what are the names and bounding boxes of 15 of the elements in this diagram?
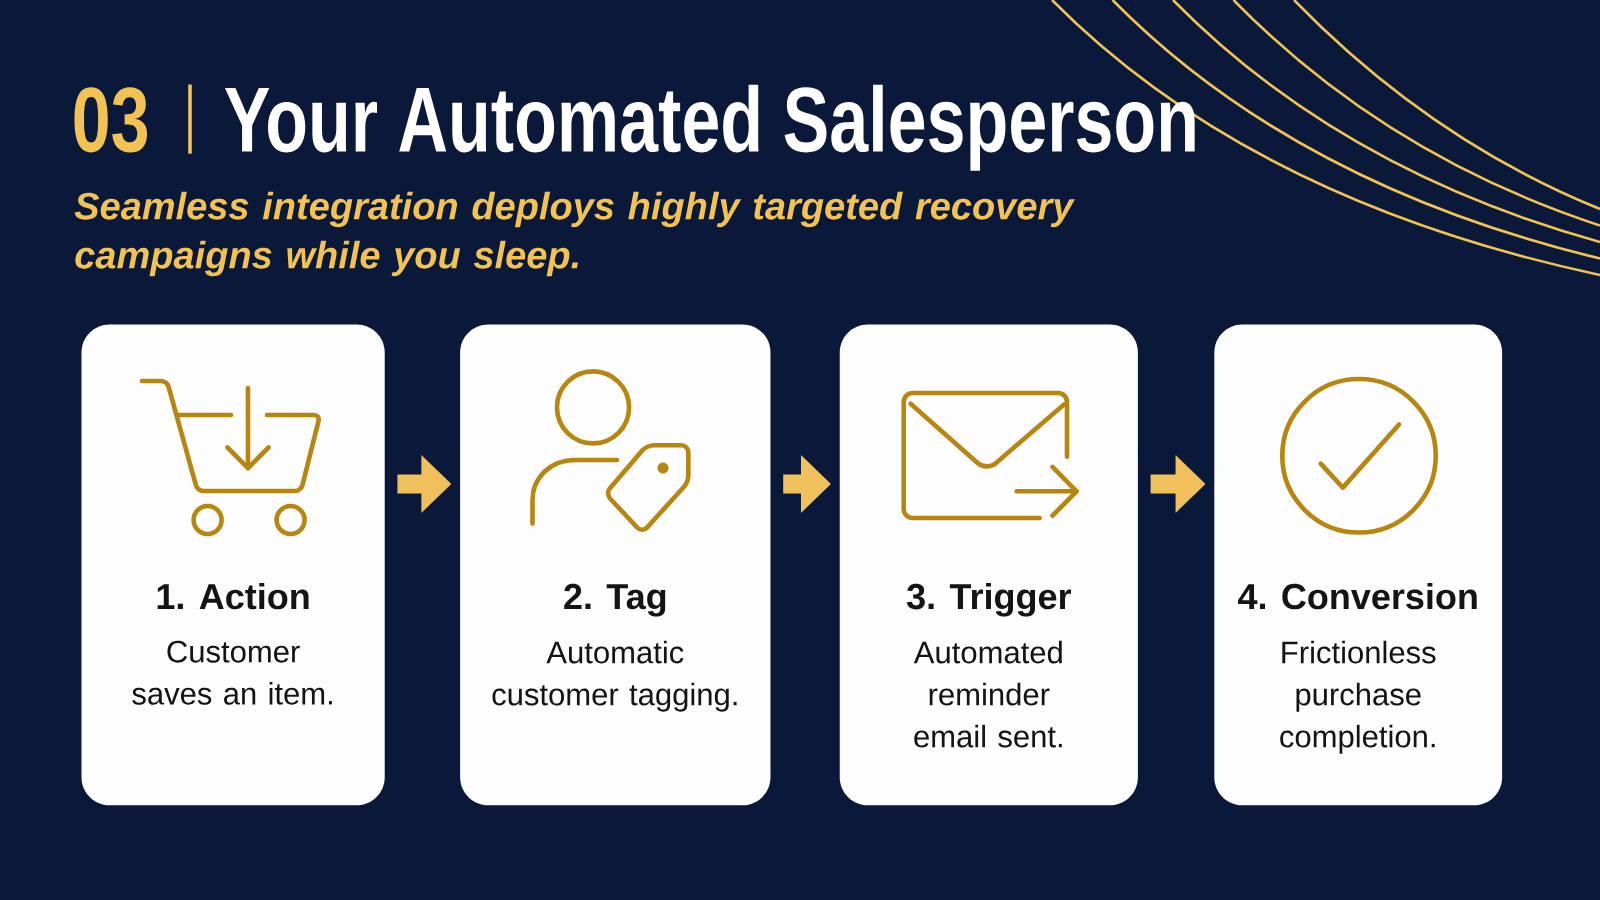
title: Your Automated Salesperson [224,84,1195,171]
section-number: 03 [74,87,148,153]
step-heading: 2. Tag [564,583,666,617]
step-card [81,324,385,806]
step-description: Customer saves an item. [132,640,332,705]
step-heading: 4. Conversion [1238,582,1477,610]
step-heading: 1. Action [157,582,309,610]
step-description: Automatic customer tagging. [492,640,737,712]
subtitle: Seamless integration deploys highly targeted recovery campaigns while you sleep. [74,191,1075,277]
step-card [460,324,771,806]
step-heading: 3. Trigger [906,582,1071,617]
step-card [1214,324,1503,806]
step-card [839,324,1138,806]
step-description: Automated reminder email sent. [913,640,1062,748]
step-description: Frictionless purchase completion. [1280,640,1436,754]
